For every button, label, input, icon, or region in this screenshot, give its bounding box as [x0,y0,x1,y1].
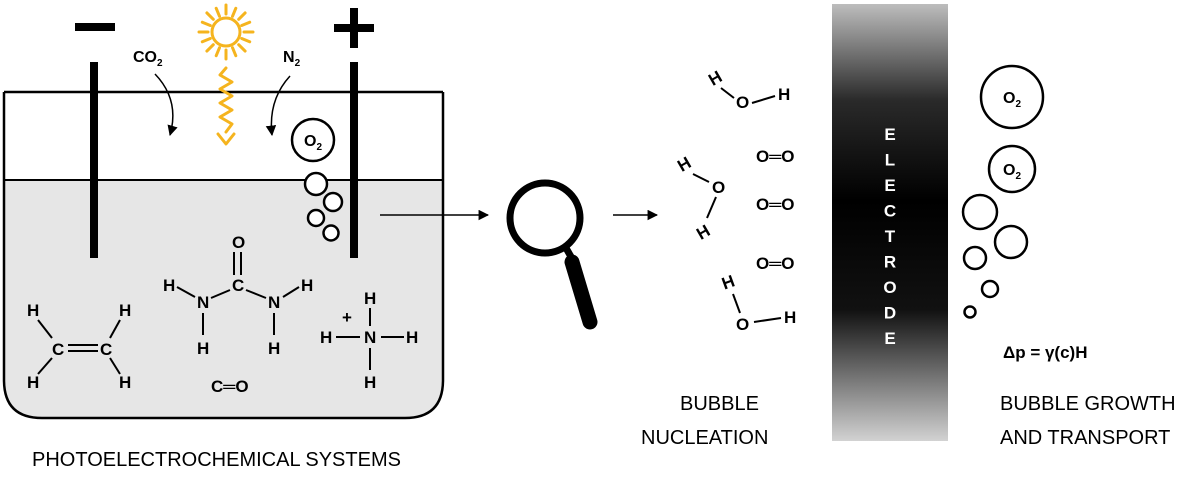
electrode-bar [832,4,948,441]
svg-text:H: H [719,271,737,293]
o2-bubble-large: O2 [979,64,1045,130]
svg-text:N: N [364,328,376,347]
growth-label-line2: AND TRANSPORT [1000,427,1170,449]
electrode-letter: D [884,304,896,323]
water-molecule-2: H O H [674,153,725,244]
svg-text:H: H [197,339,209,358]
svg-text:H: H [364,373,376,392]
svg-text:H: H [778,85,790,104]
o2-molecule-2: O═O [756,195,795,214]
svg-text:H: H [406,328,418,347]
svg-text:H: H [27,301,39,320]
electrode-letter: L [885,151,895,170]
ammonium-molecule: + H H N H H [320,289,418,392]
nucleation-label-line1: BUBBLE [680,393,759,415]
ethylene-molecule: H H C C H H [27,301,131,392]
electrode-letter: E [884,329,895,348]
svg-text:H: H [119,301,131,320]
svg-text:H: H [301,276,313,295]
svg-text:O: O [712,178,725,197]
svg-text:O2: O2 [1003,90,1021,110]
svg-text:C: C [100,340,112,359]
electrode-letter: O [883,278,896,297]
co2-label: CO2 [133,49,163,69]
svg-text:O: O [232,233,245,252]
svg-text:N: N [197,293,209,312]
o2-molecule-1: O═O [756,147,795,166]
svg-text:H: H [674,153,694,176]
svg-text:H: H [320,328,332,347]
negative-electrode [90,62,98,258]
magnifier-icon [506,179,598,330]
urea-molecule: O C N N H H H H [163,233,313,358]
svg-text:H: H [705,67,725,90]
nucleation-label-line2: NUCLEATION [641,427,768,449]
svg-text:C: C [232,276,244,295]
carbon-monoxide: C═O [211,377,249,396]
svg-text:H: H [268,339,280,358]
electrode-letter: T [885,227,896,246]
small-bubbles-cell [303,171,344,242]
svg-text:H: H [163,276,175,295]
electrode-letter: E [884,125,895,144]
svg-text:H: H [784,308,796,327]
svg-text:H: H [693,221,713,244]
electrode-letter: C [884,202,896,221]
photoelectrochemical-label: PHOTOELECTROCHEMICAL SYSTEMS [32,449,401,471]
sun-icon [197,3,255,61]
svg-text:H: H [119,373,131,392]
svg-text:H: H [364,289,376,308]
o2-molecule-3: O═O [756,254,795,273]
electrode-letter: E [884,176,895,195]
growth-bubbles [961,193,1029,319]
svg-text:O2: O2 [304,133,322,153]
pressure-equation: Δp = γ(c)H [1003,343,1088,362]
svg-text:O2: O2 [1003,162,1021,182]
negative-sign [75,23,115,31]
positive-electrode [350,62,358,258]
water-molecule-1: H O H [705,67,790,112]
co2-arrow [154,73,178,137]
water-molecule-3: H O H [719,271,796,334]
svg-text:+: + [342,308,352,327]
svg-text:H: H [27,373,39,392]
o2-bubble-cell: O2 [290,117,336,163]
svg-text:O: O [736,93,749,112]
n2-arrow [265,75,291,137]
svg-text:C: C [52,340,64,359]
growth-label-line1: BUBBLE GROWTH [1000,393,1176,415]
svg-text:N: N [268,293,280,312]
n2-label: N2 [283,49,301,69]
electrode-letter: R [884,253,896,272]
positive-sign [334,8,374,48]
light-ray [216,66,236,146]
o2-bubble-medium: O2 [987,144,1037,194]
svg-text:O: O [736,315,749,334]
